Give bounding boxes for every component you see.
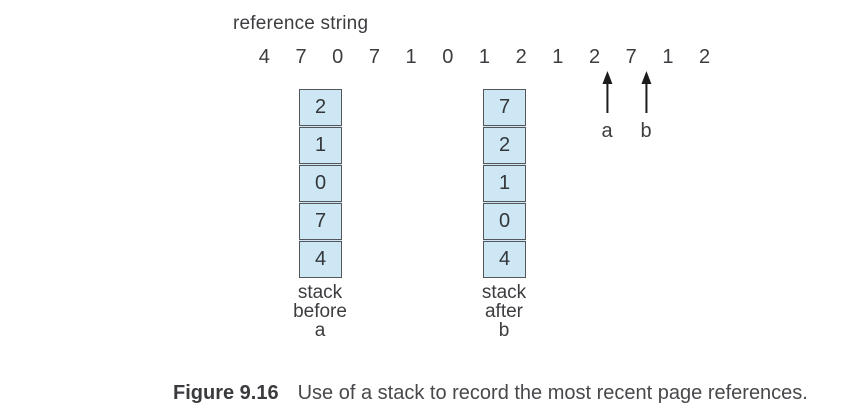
reference-string-value: 1	[405, 46, 417, 68]
stack-after-b: 7 2 1 0 4	[483, 89, 526, 278]
marker-b: b	[640, 71, 652, 143]
stack-cell: 2	[483, 127, 526, 164]
stack-cell: 1	[299, 127, 342, 164]
stack-caption-line: b	[498, 320, 510, 341]
stack-after-b-caption: stack after b	[482, 283, 526, 340]
up-arrow-icon	[641, 71, 651, 84]
figure-number: Figure 9.16	[173, 382, 279, 404]
stack-cell: 2	[299, 89, 342, 126]
figure-caption-text: Use of a stack to record the most recent…	[297, 382, 808, 404]
reference-string-value: 7	[295, 46, 307, 68]
stack-cell: 7	[299, 203, 342, 240]
stack-before-a: 2 1 0 7 4	[299, 89, 342, 278]
reference-string-label: reference string	[233, 13, 369, 34]
stack-cell: 4	[299, 241, 342, 278]
up-arrow-icon	[602, 71, 612, 84]
stack-caption-line: stack	[297, 282, 343, 303]
stack-cell: 4	[483, 241, 526, 278]
reference-string-value: 2	[588, 46, 601, 68]
reference-string-value: 0	[442, 46, 454, 68]
reference-string-value: 1	[662, 46, 674, 68]
stack-caption-line: before	[293, 301, 347, 322]
figure-caption: Figure 9.16 Use of a stack to record the …	[173, 382, 808, 405]
reference-string-value: 2	[515, 46, 527, 68]
stack-before-a-caption: stack before a	[293, 283, 347, 340]
stack-caption-line: after	[484, 301, 524, 322]
up-arrow-stem	[645, 84, 647, 113]
reference-string-value: 7	[625, 46, 637, 68]
marker-a: a	[601, 71, 613, 143]
reference-string-value: 1	[478, 46, 491, 68]
reference-string-value: 2	[699, 46, 711, 68]
reference-string-value: 7	[368, 46, 380, 68]
reference-string-row: 4 7 0 7 1 0 1 2 1 2 7 1 2	[246, 46, 723, 69]
marker-a-label: a	[601, 120, 613, 142]
stack-cell: 7	[483, 89, 526, 126]
stack-cell: 0	[483, 203, 526, 240]
up-arrow-stem	[606, 84, 608, 113]
stack-cell: 1	[483, 165, 526, 202]
stack-caption-line: stack	[481, 282, 527, 303]
reference-string-value: 0	[332, 46, 344, 68]
marker-b-label: b	[640, 120, 652, 142]
stack-caption-line: a	[314, 320, 326, 341]
stack-cell: 0	[299, 165, 342, 202]
reference-string-value: 1	[552, 46, 564, 68]
reference-string-value: 4	[258, 46, 270, 68]
